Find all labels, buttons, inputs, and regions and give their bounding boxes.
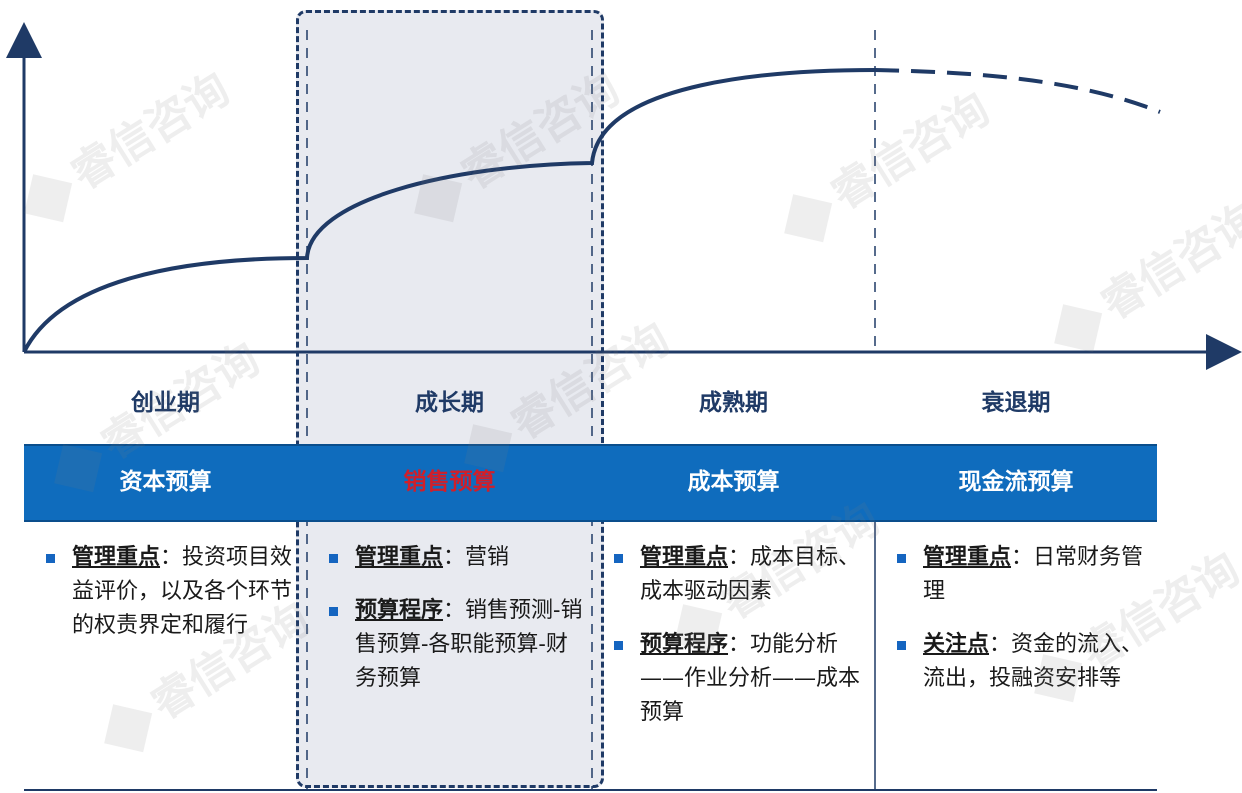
budget-cost: 成本预算 bbox=[687, 468, 780, 495]
growth-stage-highlight bbox=[296, 10, 604, 788]
list-item: 管理重点：营销 bbox=[313, 540, 585, 575]
list-item: 管理重点：日常财务管理 bbox=[881, 540, 1149, 609]
decline-curve bbox=[874, 68, 1161, 114]
item-term: 管理重点 bbox=[640, 544, 729, 570]
column-startup: 管理重点：投资项目效益评价，以及各个环节的权责界定和履行 bbox=[30, 540, 300, 661]
item-term: 关注点 bbox=[923, 631, 990, 657]
stage-label-startup: 创业期 bbox=[131, 389, 200, 416]
growth-curve bbox=[22, 68, 876, 353]
item-term: 预算程序 bbox=[355, 597, 444, 623]
stage-label-maturity: 成熟期 bbox=[699, 389, 768, 416]
list-item: 预算程序：销售预测-销售预算-各职能预算-财务预算 bbox=[313, 593, 585, 696]
column-maturity: 管理重点：成本目标、成本驱动因素 预算程序：功能分析——作业分析——成本预算 bbox=[598, 540, 868, 748]
item-text: 投资项目效益评价，以及各个环节的权责界定和履行 bbox=[72, 545, 293, 638]
budget-capital: 资本预算 bbox=[119, 468, 212, 495]
bullet-icon bbox=[46, 554, 55, 563]
column-growth: 管理重点：营销 预算程序：销售预测-销售预算-各职能预算-财务预算 bbox=[313, 540, 585, 714]
budget-band bbox=[24, 444, 1157, 522]
watermark-logo-icon bbox=[1054, 304, 1103, 353]
watermark-logo-icon bbox=[24, 174, 73, 223]
column-decline: 管理重点：日常财务管理 关注点：资金的流入、流出，投融资安排等 bbox=[881, 540, 1149, 714]
bullet-icon bbox=[897, 641, 906, 650]
watermark-logo-icon bbox=[784, 194, 833, 243]
item-text: 成本目标、成本驱动因素 bbox=[640, 545, 861, 604]
budget-sales: 销售预算 bbox=[403, 468, 496, 495]
item-text: 营销 bbox=[465, 545, 510, 570]
stage-label-decline: 衰退期 bbox=[981, 389, 1051, 416]
item-term: 管理重点 bbox=[923, 544, 1012, 570]
item-term: 管理重点 bbox=[355, 544, 444, 570]
bullet-icon bbox=[329, 607, 338, 616]
item-text: 日常财务管理 bbox=[923, 545, 1144, 604]
item-text: 功能分析——作业分析——成本预算 bbox=[640, 632, 861, 725]
item-text: 销售预测-销售预算-各职能预算-财务预算 bbox=[355, 598, 583, 691]
list-item: 预算程序：功能分析——作业分析——成本预算 bbox=[598, 627, 868, 730]
item-text: 资金的流入、流出，投融资安排等 bbox=[923, 632, 1144, 691]
watermark-logo-icon bbox=[464, 424, 513, 473]
watermark-logo-icon bbox=[1034, 654, 1083, 703]
bullet-icon bbox=[897, 554, 906, 563]
list-item: 管理重点：成本目标、成本驱动因素 bbox=[598, 540, 868, 609]
watermark-logo-icon bbox=[54, 444, 103, 493]
budget-cashflow: 现金流预算 bbox=[958, 468, 1074, 495]
watermark-logo-icon bbox=[414, 174, 463, 223]
bullet-icon bbox=[614, 554, 623, 563]
bullet-icon bbox=[614, 641, 623, 650]
list-item: 关注点：资金的流入、流出，投融资安排等 bbox=[881, 627, 1149, 696]
bullet-icon bbox=[329, 554, 338, 563]
list-item: 管理重点：投资项目效益评价，以及各个环节的权责界定和履行 bbox=[30, 540, 300, 643]
watermark-logo-icon bbox=[674, 604, 723, 653]
watermark-logo-icon bbox=[104, 704, 153, 753]
item-term: 管理重点 bbox=[72, 544, 161, 570]
stage-label-growth: 成长期 bbox=[415, 389, 484, 416]
item-term: 预算程序 bbox=[640, 631, 729, 657]
